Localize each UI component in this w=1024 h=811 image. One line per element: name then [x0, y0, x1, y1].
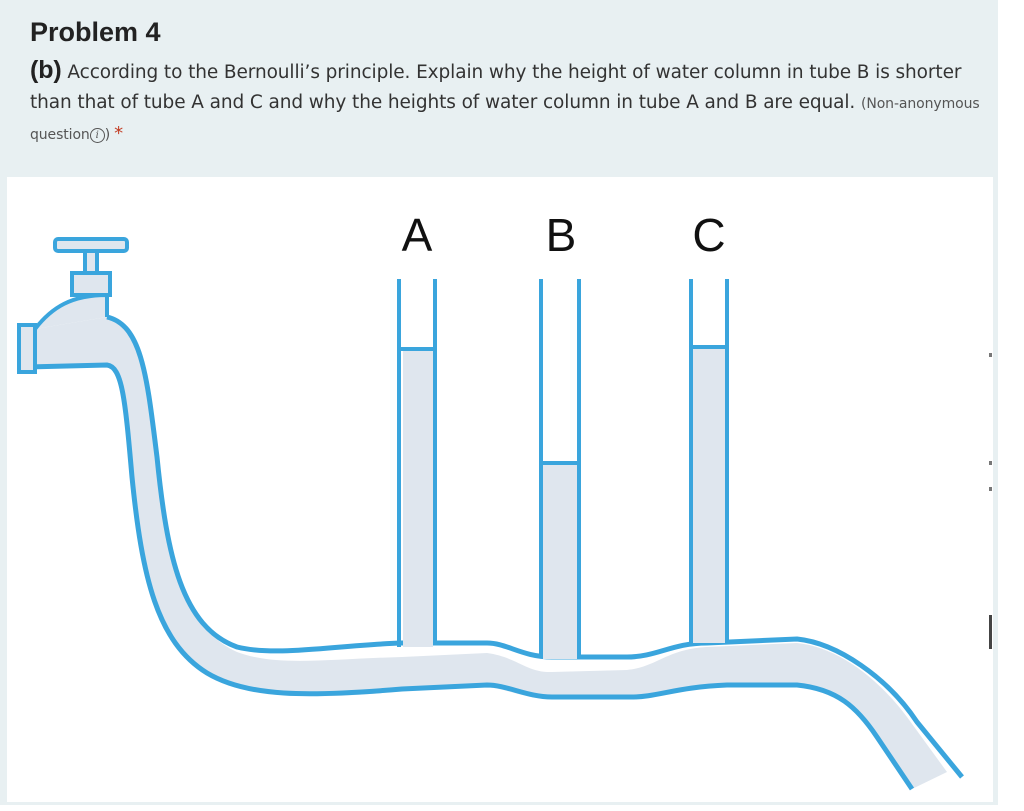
question-header: Problem 4 (b) According to the Bernoulli… [30, 14, 980, 150]
required-marker: * [114, 123, 123, 144]
tube-b [539, 279, 581, 659]
part-label: (b) [30, 56, 62, 84]
tube-label-a: A [402, 209, 433, 261]
note-close: ) [104, 127, 111, 143]
pipe-water [35, 317, 947, 789]
question-text: According to the Bernoulli’s principle. … [30, 62, 962, 113]
edge-mark [989, 353, 992, 357]
tube-label-c: C [692, 209, 725, 261]
problem-title: Problem 4 [30, 17, 161, 47]
pipe-outline-bottom [26, 362, 915, 791]
tube-label-b: B [546, 209, 577, 261]
edge-mark [989, 615, 992, 649]
info-icon[interactable]: i [89, 128, 105, 143]
venturi-tube-diagram: A B C [17, 209, 992, 791]
question-image: A B C [7, 177, 993, 802]
tube-c [689, 279, 729, 643]
edge-mark [989, 487, 992, 491]
tube-a [397, 279, 437, 647]
question-card: Problem 4 (b) According to the Bernoulli… [0, 0, 998, 805]
tap [17, 237, 129, 374]
edge-mark [989, 461, 992, 465]
pipe-outline-top [106, 314, 964, 779]
question-text-block: (b) According to the Bernoulli’s princip… [30, 55, 980, 150]
note-text: (Non-anonymous question [30, 96, 980, 143]
